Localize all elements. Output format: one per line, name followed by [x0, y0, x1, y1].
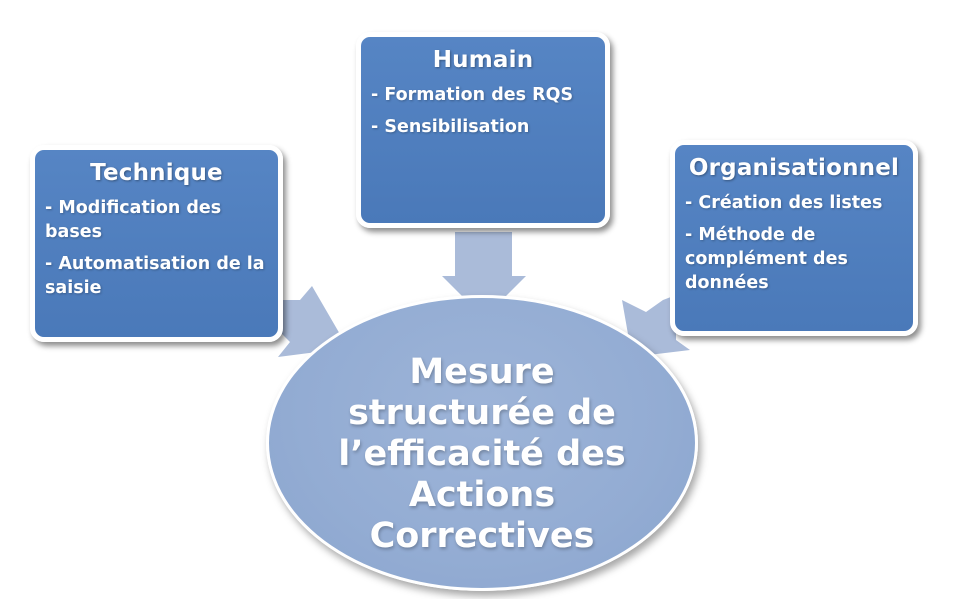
box-organisationnel-title: Organisationnel [688, 155, 900, 181]
center-title: Mesure structurée de l’efficacité des Ac… [330, 352, 634, 557]
box-technique-list: - Modification des bases - Automatisatio… [45, 196, 268, 300]
center-line: Correctives [369, 516, 595, 556]
list-item: - Automatisation de la saisie [45, 254, 265, 298]
center-line: l’efficacité des [338, 434, 626, 474]
list-item: - Méthode de complément des données [685, 225, 848, 293]
box-organisationnel: Organisationnel - Création des listes - … [670, 140, 918, 336]
box-humain-title: Humain [432, 47, 534, 73]
center-ellipse [266, 295, 698, 591]
center-line: structurée de [348, 393, 616, 433]
list-item: - Création des listes [685, 193, 883, 213]
list-item: - Formation des RQS [371, 85, 574, 105]
box-organisationnel-list: - Création des listes - Méthode de compl… [685, 191, 903, 295]
center-line: Actions [408, 475, 556, 515]
box-technique: Technique - Modification des bases - Aut… [30, 145, 283, 342]
box-humain: Humain - Formation des RQS - Sensibilisa… [356, 32, 610, 228]
box-humain-list: - Formation des RQS - Sensibilisation [371, 83, 595, 139]
list-item: - Sensibilisation [371, 117, 530, 137]
center-line: Mesure [409, 352, 555, 392]
box-technique-title: Technique [90, 160, 223, 186]
list-item: - Modification des bases [45, 198, 222, 242]
